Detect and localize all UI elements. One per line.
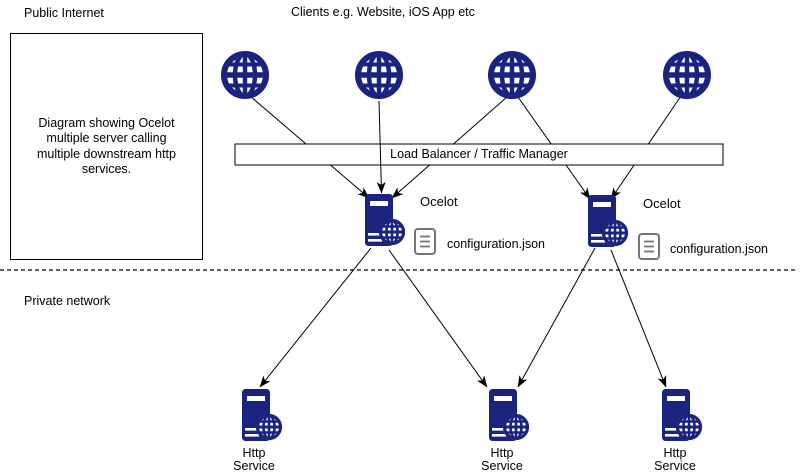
http-service2-label: Http Service [481, 446, 523, 473]
clients-label: Clients e.g. Website, iOS App etc [291, 5, 475, 19]
client-globe-icon [666, 54, 708, 96]
ocelot-server-icon [588, 195, 628, 247]
client-globe-icon [224, 54, 266, 96]
http-service-server-icon [662, 389, 702, 441]
ocelot1-label: Ocelot [420, 194, 458, 209]
arrow-ocelot2-to-service2 [517, 247, 596, 388]
http-service1-label: Http Service [233, 446, 275, 473]
public-internet-label: Public Internet [24, 6, 104, 20]
http-service-server-icon [489, 389, 529, 441]
config-file-icon [638, 233, 660, 260]
ocelot2-label: Ocelot [643, 196, 681, 211]
config-file2-label: configuration.json [670, 242, 768, 256]
config-file1-label: configuration.json [447, 237, 545, 251]
description-box: Diagram showing Ocelot multiple server c… [10, 33, 203, 260]
http-service-server-icon [242, 389, 282, 441]
client-globe-icon [358, 54, 400, 96]
arrow-ocelot1-to-service2 [388, 249, 488, 388]
http-service3-label: Http Service [654, 446, 696, 473]
arrow-ocelot2-to-service3 [610, 249, 667, 388]
arrow-client2-to-ocelot1 [376, 100, 386, 194]
load-balancer-box [234, 143, 724, 166]
config-file-icon [414, 228, 436, 255]
load-balancer-label: Load Balancer / Traffic Manager [390, 147, 568, 161]
client-globe-icon [491, 54, 533, 96]
ocelot-server-icon [365, 194, 405, 246]
arrow-ocelot1-to-service1 [259, 247, 372, 388]
description-text: Diagram showing Ocelot multiple server c… [37, 115, 176, 177]
private-network-label: Private network [24, 294, 111, 308]
